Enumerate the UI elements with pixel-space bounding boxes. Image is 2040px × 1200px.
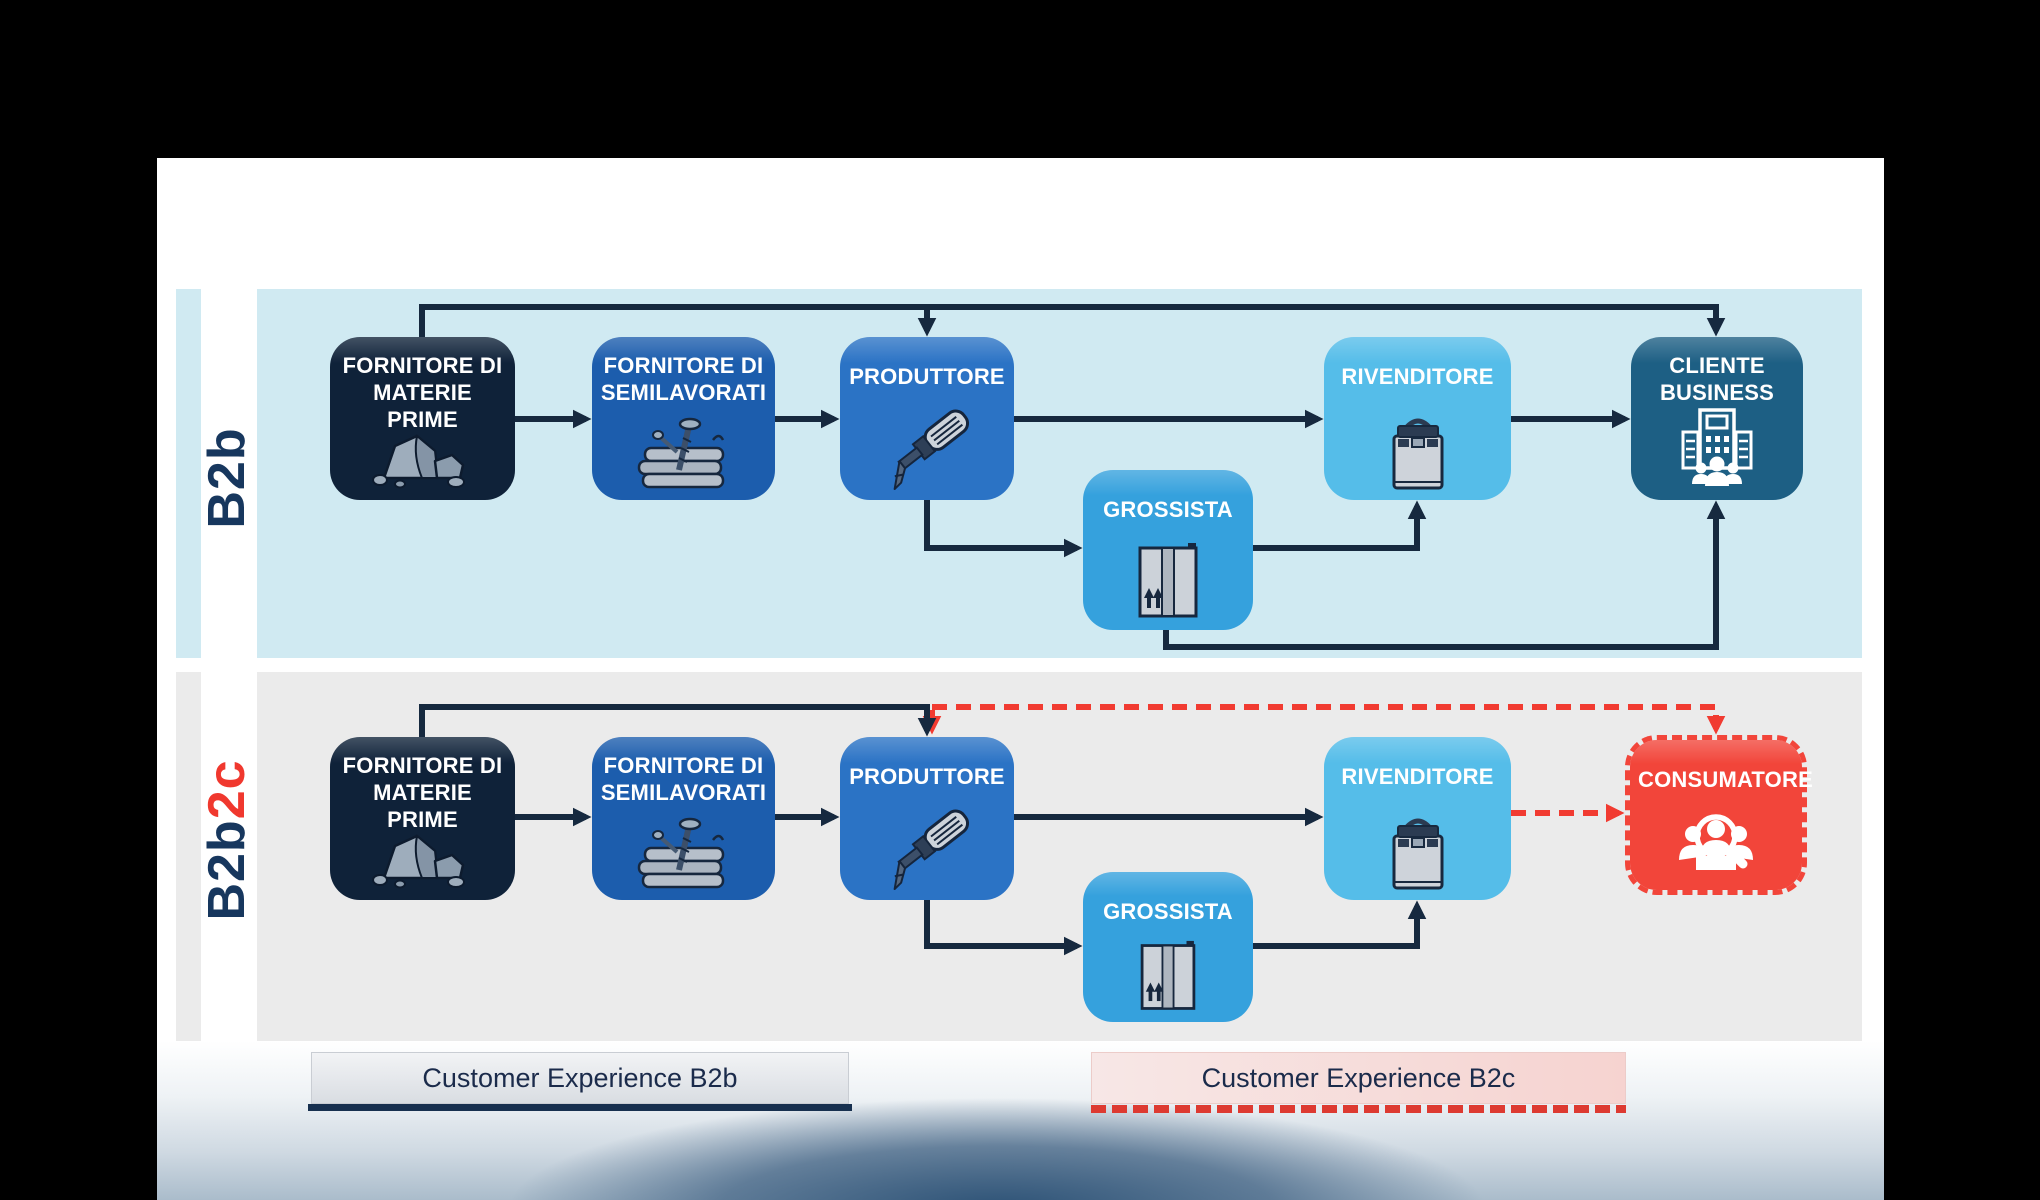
customer-experience-b2b-label: Customer Experience B2b: [422, 1062, 738, 1093]
customer-experience-b2c-bar: Customer Experience B2c: [1091, 1052, 1626, 1104]
node-b2b-cliente-business: CLIENTE BUSINESS: [1631, 337, 1803, 500]
shopping-bag-icon: [1392, 818, 1443, 890]
node-b2b2c-fornitore-semilavorati: FORNITORE DI SEMILAVORATI: [592, 737, 775, 900]
band-label-b2b: B2b: [198, 427, 256, 529]
band-label-b2b2c: B2b2c: [197, 759, 257, 920]
band-label-b2b2c-red-part: 2c: [198, 759, 256, 820]
node-b2b-rivenditore: RIVENDITORE: [1324, 337, 1511, 500]
hardware-parts-icon: [637, 817, 724, 889]
node-b2b2c-consumatore: CONSUMATORE: [1625, 735, 1813, 895]
customer-experience-b2b-underline: [308, 1104, 852, 1111]
customer-experience-b2c-underline: [1091, 1105, 1626, 1113]
node-label: PRODUTTORE: [849, 364, 1005, 389]
screwdriver-icon: [893, 409, 970, 491]
node-b2b-grossista: GROSSISTA: [1083, 470, 1253, 630]
node-label: RIVENDITORE: [1341, 364, 1494, 389]
warehouse-cabinet-icon: [1138, 543, 1198, 618]
rocks-icon: [371, 834, 465, 889]
node-label: FORNITORE DI MATERIE PRIME: [342, 753, 503, 832]
node-b2b-fornitore-materie-prime: FORNITORE DI MATERIE PRIME: [330, 337, 515, 500]
node-label: RIVENDITORE: [1341, 764, 1494, 789]
node-label: CONSUMATORE: [1638, 767, 1813, 792]
node-label: FORNITORE DI SEMILAVORATI: [600, 353, 767, 405]
node-b2b2c-rivenditore: RIVENDITORE: [1324, 737, 1511, 900]
rocks-icon: [371, 434, 465, 489]
node-label: FORNITORE DI MATERIE PRIME: [342, 353, 503, 432]
node-b2b-produttore: PRODUTTORE: [840, 337, 1014, 500]
node-b2b-fornitore-semilavorati: FORNITORE DI SEMILAVORATI: [592, 337, 775, 500]
band-b2b2c-edge-strip: [176, 672, 201, 1041]
shopping-bag-icon: [1392, 418, 1443, 490]
screwdriver-icon: [893, 809, 970, 891]
node-b2b2c-fornitore-materie-prime: FORNITORE DI MATERIE PRIME: [330, 737, 515, 900]
node-label: CLIENTE BUSINESS: [1659, 353, 1775, 405]
node-label: GROSSISTA: [1103, 497, 1233, 522]
band-label-b2b2c-navy-part: B2b: [198, 819, 256, 921]
people-magnifier-icon: [1679, 814, 1753, 870]
band-b2b-edge-strip: [176, 289, 201, 658]
node-b2b2c-produttore: PRODUTTORE: [840, 737, 1014, 900]
hardware-parts-icon: [637, 417, 724, 489]
node-label: FORNITORE DI SEMILAVORATI: [600, 753, 767, 805]
node-b2b2c-grossista: GROSSISTA: [1083, 872, 1253, 1022]
building-people-icon: [1681, 408, 1753, 486]
customer-experience-b2c-label: Customer Experience B2c: [1201, 1062, 1516, 1093]
node-label: GROSSISTA: [1103, 899, 1233, 924]
customer-experience-b2b-bar: Customer Experience B2b: [311, 1052, 849, 1104]
warehouse-cabinet-icon: [1140, 940, 1196, 1010]
node-label: PRODUTTORE: [849, 764, 1005, 789]
